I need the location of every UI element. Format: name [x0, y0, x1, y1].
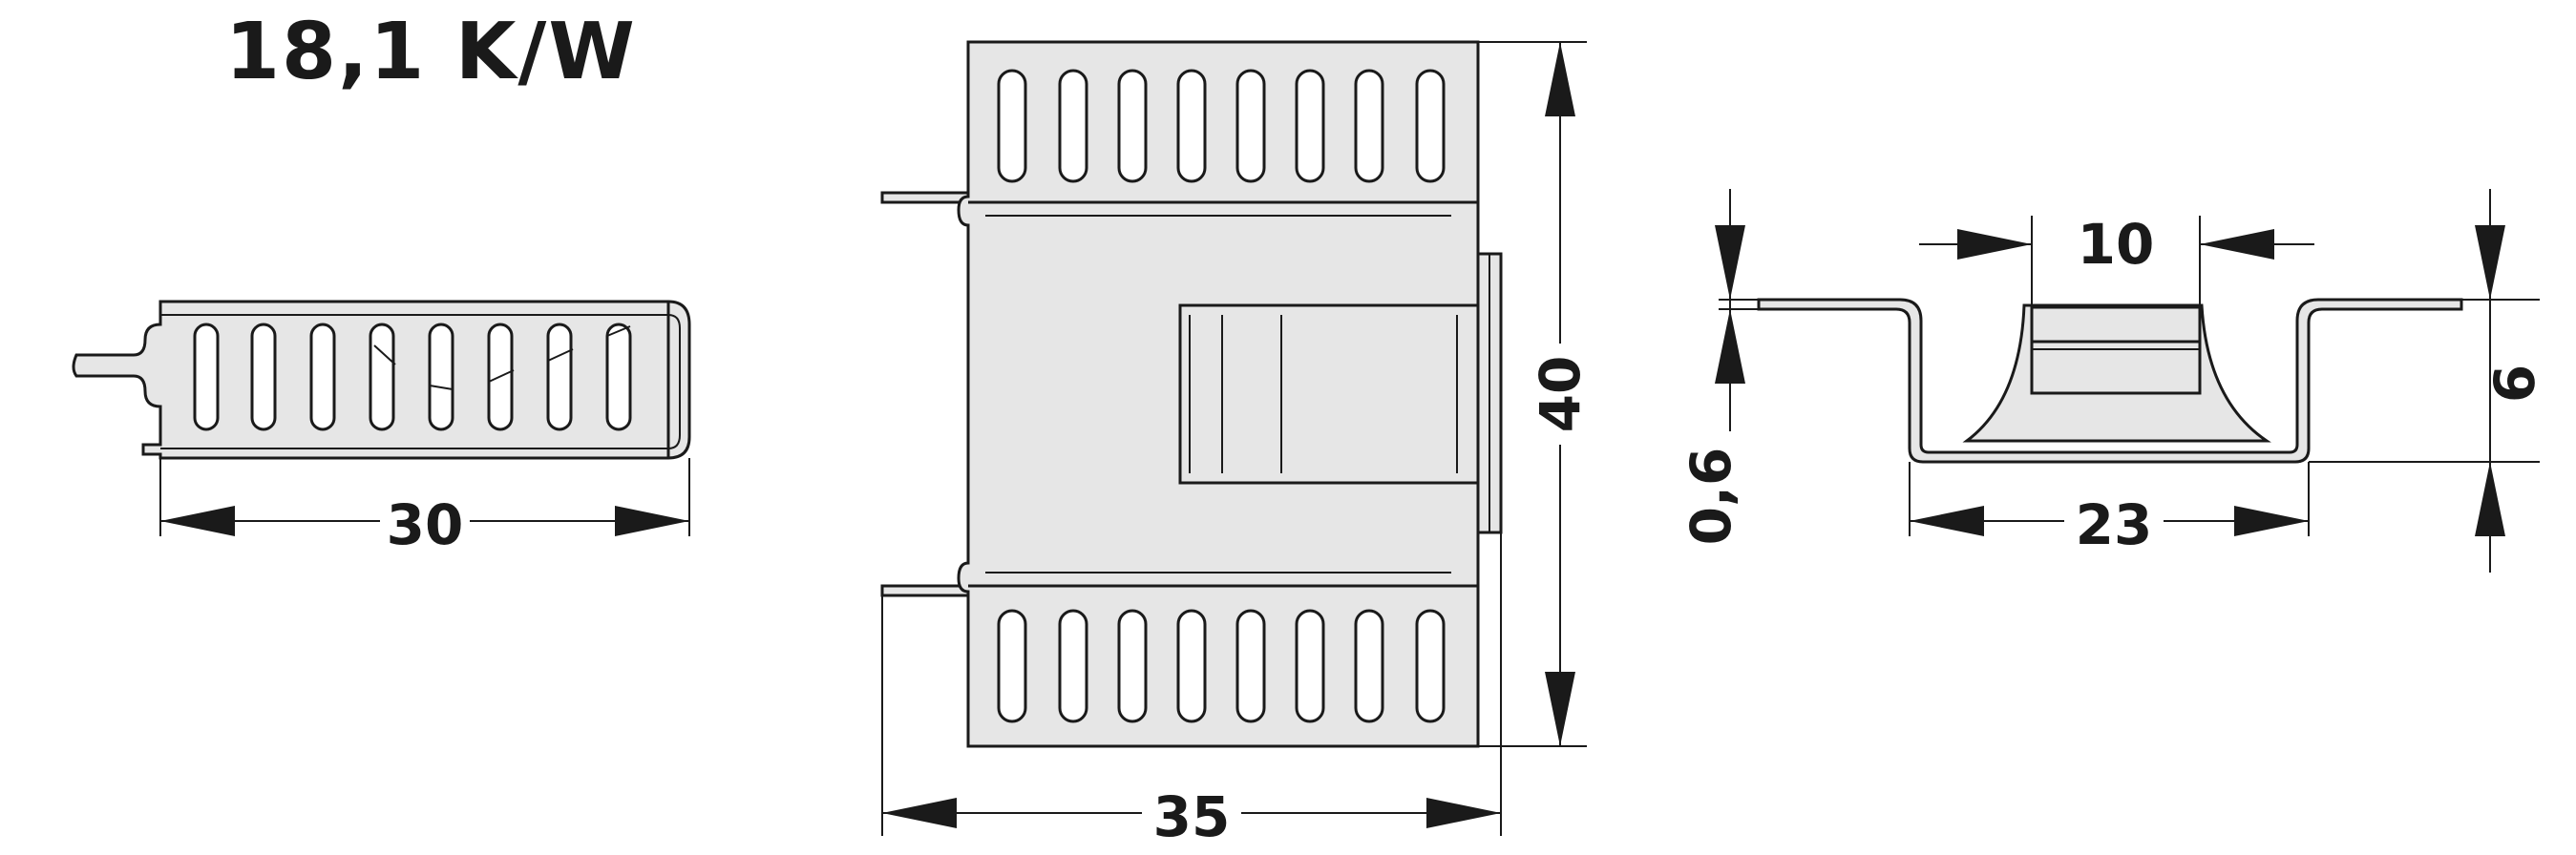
dimension-base-width: 23 — [2076, 492, 2153, 557]
top-view — [880, 40, 1587, 836]
top-view-upper-slots — [997, 69, 1446, 183]
dimension-top-height: 40 — [1528, 356, 1593, 433]
top-view-lower-slots — [997, 609, 1446, 723]
side-view-slots — [193, 323, 632, 431]
dimension-clip-width: 10 — [2078, 212, 2155, 277]
side-view — [72, 300, 691, 536]
profile-view — [1715, 189, 2540, 573]
dimension-top-width: 35 — [1153, 784, 1231, 849]
dimension-profile-height: 9 — [2481, 365, 2545, 403]
dimension-side-width: 30 — [387, 492, 464, 557]
dimension-thickness: 0,6 — [1679, 448, 1743, 546]
thermal-resistance-label: 18,1 K/W — [225, 7, 637, 97]
